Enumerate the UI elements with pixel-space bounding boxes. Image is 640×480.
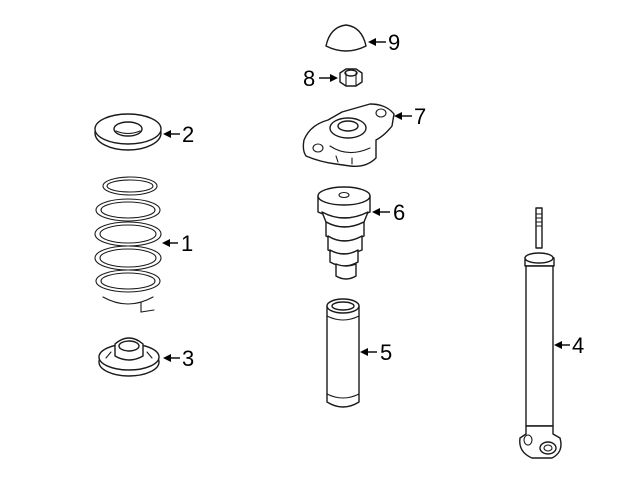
callout-label-7: 7: [414, 104, 426, 129]
lower-spring-seat-icon: [98, 337, 160, 377]
callout-label-1: 1: [181, 231, 193, 256]
upper-spring-seat-icon: [94, 113, 162, 151]
callout-label-6: 6: [393, 200, 405, 225]
callout-8: 8: [303, 66, 338, 91]
nut-icon: [339, 68, 363, 87]
callout-label-2: 2: [182, 122, 194, 147]
callout-label-9: 9: [388, 30, 400, 55]
callout-label-4: 4: [572, 333, 584, 358]
bump-stop-icon: [317, 186, 371, 280]
callout-6: 6: [372, 200, 405, 225]
callout-label-3: 3: [182, 346, 194, 371]
callout-3: 3: [163, 346, 194, 371]
dust-boot-icon: [326, 298, 360, 408]
callout-label-5: 5: [380, 340, 392, 365]
callout-7: 7: [394, 104, 426, 129]
callout-5: 5: [360, 340, 392, 365]
callout-2: 2: [163, 122, 194, 147]
callout-label-8: 8: [303, 66, 315, 91]
dust-cap-icon: [325, 24, 367, 52]
callout-4: 4: [554, 333, 584, 358]
shock-absorber-icon: [519, 207, 562, 459]
strut-mount-icon: [302, 103, 395, 168]
callout-1: 1: [162, 231, 193, 256]
callout-9: 9: [368, 30, 400, 55]
coil-spring-icon: [94, 176, 162, 313]
